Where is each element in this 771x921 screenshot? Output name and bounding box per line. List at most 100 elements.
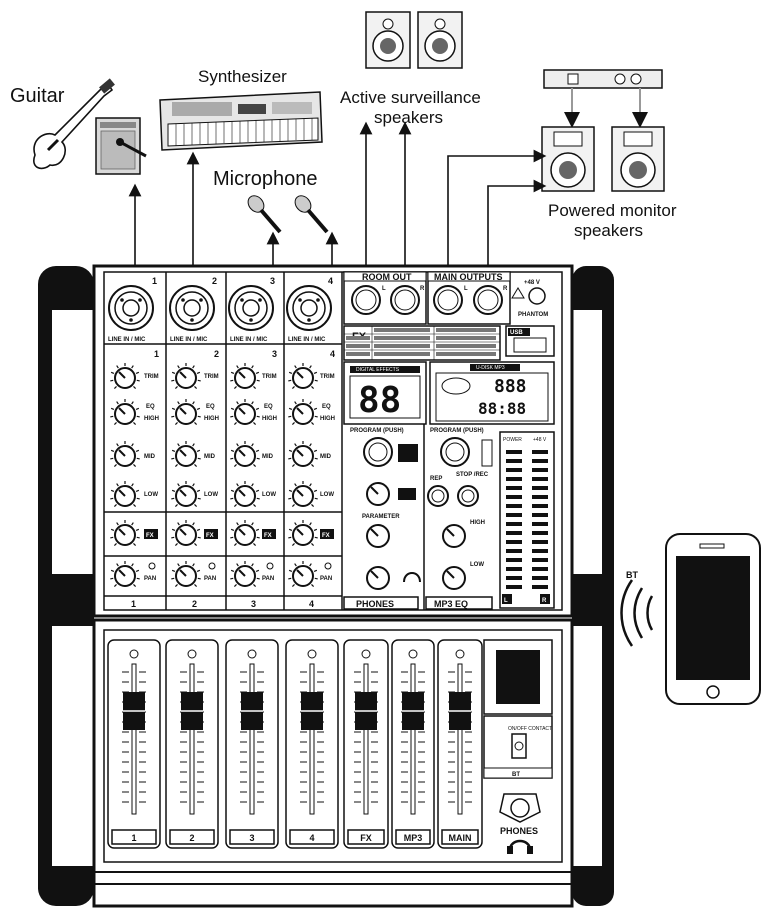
channel-number: 4: [309, 599, 314, 609]
mp3-program-label: PROGRAM (PUSH): [430, 428, 484, 434]
fader-knob[interactable]: [181, 692, 203, 730]
fader-knob[interactable]: [449, 692, 471, 730]
trim-knob[interactable]: [288, 363, 318, 390]
channel-number: 4: [328, 276, 333, 286]
trim-knob[interactable]: [110, 363, 140, 390]
main-output-l-text: L: [464, 286, 468, 292]
xlr-combo-jack[interactable]: [169, 285, 215, 331]
line-in-mic-label: LINE IN / MIC: [230, 337, 268, 343]
mp3-eq-label: MP3 EQ: [434, 599, 468, 609]
mp3-display-top: 888: [494, 376, 527, 397]
clip-led: [266, 562, 274, 570]
channel-number: 3: [270, 276, 275, 286]
line-in-mic-label: LINE IN / MIC: [108, 337, 146, 343]
phones-jack[interactable]: [499, 793, 541, 823]
smartphone-icon: [665, 533, 761, 705]
phantom-button[interactable]: [528, 287, 546, 305]
active-speakers-label: Active surveillance: [340, 88, 481, 107]
trim-label: TRIM: [262, 374, 277, 380]
mp3-high-knob[interactable]: [442, 524, 466, 548]
room-out-r-jack[interactable]: [390, 285, 420, 315]
main-output-r-jack[interactable]: [473, 285, 503, 315]
channel-number: 3: [251, 599, 256, 609]
active-speaker-icon: [365, 11, 411, 69]
powered-monitor-label-2: speakers: [574, 221, 643, 240]
meter-r-label: R: [542, 598, 547, 604]
warning-icon: [511, 287, 525, 299]
room-out-r-text: R: [420, 286, 425, 292]
fader-knob[interactable]: [123, 692, 145, 730]
fader-label: FX: [360, 833, 372, 843]
stop-rec-button[interactable]: [457, 485, 479, 507]
bt-on-off-button[interactable]: [511, 733, 527, 759]
fader-knob[interactable]: [402, 692, 424, 730]
powered-monitor-speaker-icon: [541, 126, 595, 192]
fx-send-knob[interactable]: [230, 520, 260, 547]
power-amplifier-icon: [543, 69, 663, 89]
meter-l-label: L: [504, 598, 508, 604]
mp3-program-knob[interactable]: [440, 437, 470, 467]
powered-monitor-label: Powered monitor: [548, 201, 677, 220]
mid-label: MID: [262, 454, 274, 460]
active-speaker-icon: [417, 11, 463, 69]
xlr-combo-jack[interactable]: [286, 285, 332, 331]
parameter-knob[interactable]: [366, 482, 390, 506]
rep-label: REP: [430, 476, 442, 482]
trim-knob[interactable]: [230, 363, 260, 390]
eq-low-knob[interactable]: [110, 481, 140, 508]
room-out-l-text: L: [382, 286, 386, 292]
trim-knob[interactable]: [171, 363, 201, 390]
mp3-low-knob[interactable]: [442, 566, 466, 590]
pan-knob[interactable]: [171, 561, 201, 588]
fx-send-label: FX: [322, 533, 330, 539]
phones-jack-label: PHONES: [500, 826, 538, 836]
phones-level-knob[interactable]: [366, 566, 390, 590]
fx-indicator: [398, 444, 418, 462]
microphone-icon: [247, 195, 282, 234]
eq-low-knob[interactable]: [288, 481, 318, 508]
fader-knob[interactable]: [355, 692, 377, 730]
eq-low-knob[interactable]: [230, 481, 260, 508]
main-output-r-text: R: [503, 286, 508, 292]
fx-send-knob[interactable]: [288, 520, 318, 547]
eq-high-knob[interactable]: [230, 399, 260, 426]
eq-label: EQ: [206, 404, 215, 410]
xlr-combo-jack[interactable]: [108, 285, 154, 331]
low-label: LOW: [320, 492, 334, 498]
pan-label: PAN: [320, 576, 332, 582]
eq-mid-knob[interactable]: [230, 441, 260, 468]
pan-knob[interactable]: [110, 561, 140, 588]
eq-high-knob[interactable]: [288, 399, 318, 426]
guitar-icon: [33, 78, 115, 170]
eq-high-knob[interactable]: [110, 399, 140, 426]
eq-mid-knob[interactable]: [288, 441, 318, 468]
line-in-mic-label: LINE IN / MIC: [170, 337, 208, 343]
line-in-mic-label: LINE IN / MIC: [288, 337, 326, 343]
eq-high-knob[interactable]: [171, 399, 201, 426]
fx-send-knob[interactable]: [171, 520, 201, 547]
main-output-l-jack[interactable]: [433, 285, 463, 315]
fader-knob[interactable]: [301, 692, 323, 730]
usb-port[interactable]: [513, 337, 547, 353]
fx-program-knob[interactable]: [363, 437, 393, 467]
mid-label: MID: [144, 454, 156, 460]
fx-send-knob[interactable]: [110, 520, 140, 547]
pan-knob[interactable]: [230, 561, 260, 588]
mp3-display-bottom: 88:88: [478, 399, 526, 418]
xlr-combo-jack[interactable]: [228, 285, 274, 331]
eq-mid-knob[interactable]: [110, 441, 140, 468]
low-label: LOW: [204, 492, 218, 498]
fader-label: 2: [189, 833, 194, 843]
eq-mid-knob[interactable]: [171, 441, 201, 468]
fx-level-knob[interactable]: [366, 524, 390, 548]
room-out-l-jack[interactable]: [351, 285, 381, 315]
microphone-icon: [294, 195, 329, 234]
active-speakers-label-2: speakers: [374, 108, 443, 127]
pan-knob[interactable]: [288, 561, 318, 588]
fader-knob[interactable]: [241, 692, 263, 730]
high-label: HIGH: [204, 416, 219, 422]
rep-button[interactable]: [427, 485, 449, 507]
bt-module-label: BT: [512, 772, 520, 778]
fader-led: [187, 649, 197, 659]
eq-low-knob[interactable]: [171, 481, 201, 508]
